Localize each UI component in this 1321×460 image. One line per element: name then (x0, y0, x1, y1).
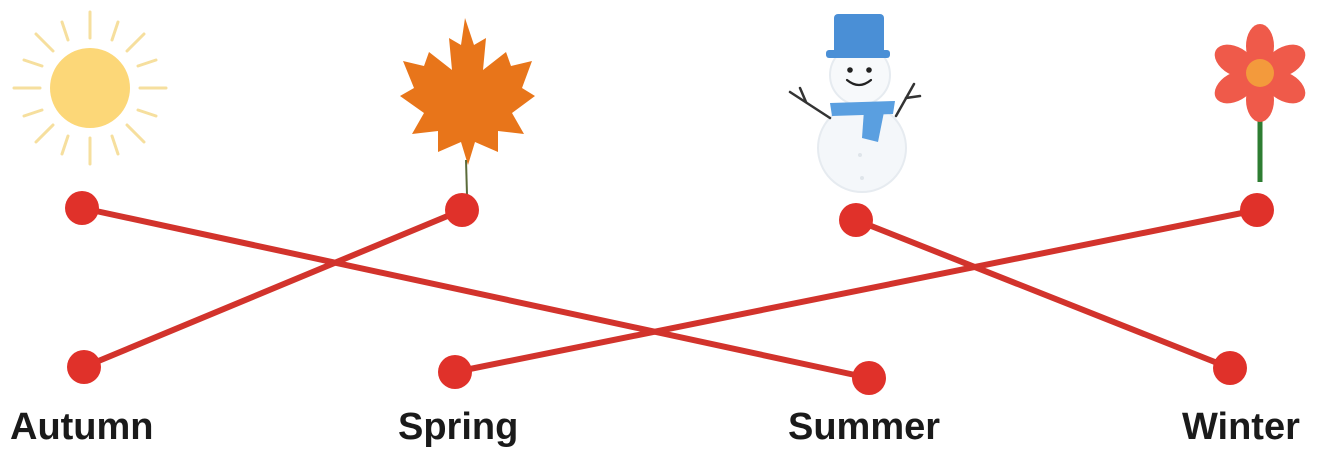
sun-icon (12, 10, 168, 166)
snowman-icon (788, 14, 922, 193)
connection-line-sun-summer (79, 205, 872, 381)
connector-dot-spring[interactable] (438, 355, 472, 389)
label-winter: Winter (1182, 406, 1300, 448)
connector-dot-winter[interactable] (1213, 351, 1247, 385)
connection-line-flower-spring (452, 207, 1260, 375)
connector-dot-autumn[interactable] (67, 350, 101, 384)
flower-icon (1214, 24, 1306, 182)
connection-lines (79, 205, 1260, 381)
maple-leaf-icon (400, 18, 535, 196)
connector-dot-leaf[interactable] (445, 193, 479, 227)
connector-dot-sun[interactable] (65, 191, 99, 225)
label-spring: Spring (398, 406, 519, 448)
connection-line-leaf-autumn (81, 207, 465, 370)
connection-line-snowman-winter (853, 217, 1233, 371)
connector-dot-snowman[interactable] (839, 203, 873, 237)
label-summer: Summer (788, 406, 941, 448)
connector-dot-summer[interactable] (852, 361, 886, 395)
label-autumn: Autumn (10, 406, 154, 448)
connector-dot-flower[interactable] (1240, 193, 1274, 227)
